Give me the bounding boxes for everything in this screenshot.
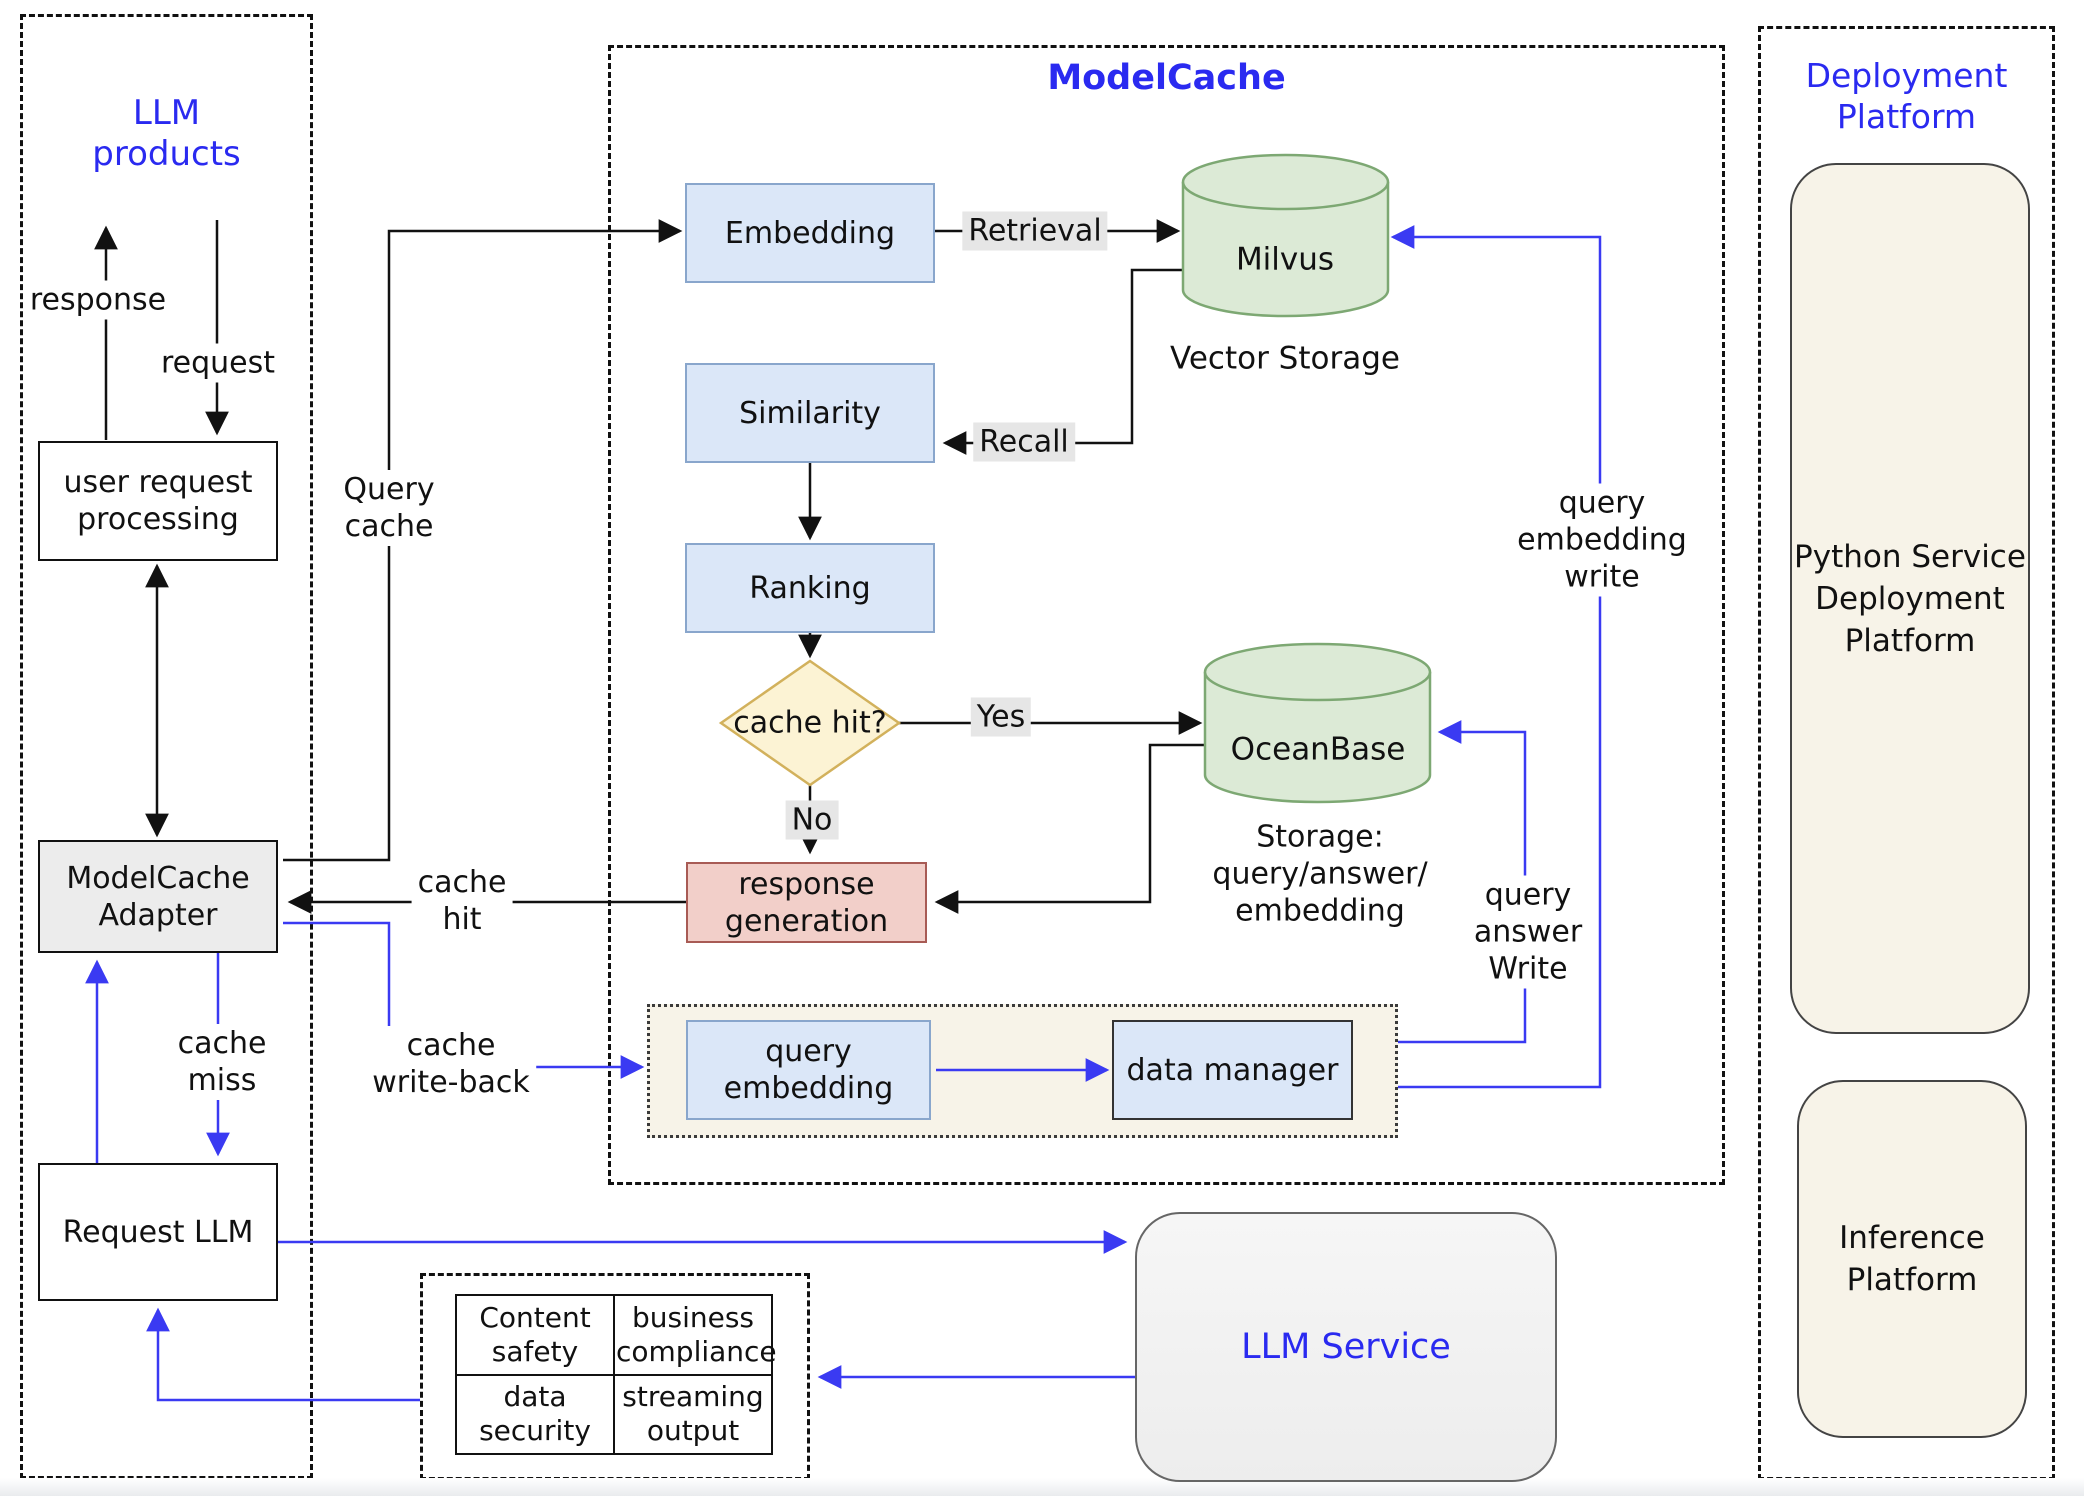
milvus-label: Milvus xyxy=(1235,241,1335,278)
table-cell-content-safety: Content safety xyxy=(455,1294,615,1376)
ranking-box: Ranking xyxy=(685,543,935,633)
cache-hit-question-label: cache hit? xyxy=(733,705,887,741)
embedding-box: Embedding xyxy=(685,183,935,283)
inference-platform-box: Inference Platform xyxy=(1797,1080,2027,1438)
cache-hit-label: cache hit xyxy=(411,863,513,939)
request-label: request xyxy=(154,343,282,383)
oceanbase-cylinder xyxy=(1203,642,1432,804)
table-cell-data-security: data security xyxy=(455,1373,615,1455)
llm-service-box: LLM Service xyxy=(1135,1212,1557,1482)
oceanbase-label: OceanBase xyxy=(1230,731,1406,768)
modelcache-adapter-box: ModelCache Adapter xyxy=(38,840,278,953)
request-llm-box: Request LLM xyxy=(38,1163,278,1301)
retrieval-label: Retrieval xyxy=(962,211,1108,251)
similarity-box: Similarity xyxy=(685,363,935,463)
milvus-cylinder xyxy=(1181,153,1390,318)
oceanbase-responsegen-line xyxy=(934,743,1205,914)
modelcache-title: ModelCache xyxy=(1047,58,1286,98)
recall-label: Recall xyxy=(973,422,1075,462)
safety-table-panel xyxy=(420,1273,810,1480)
modelcache-panel xyxy=(608,45,1725,1185)
deployment-platform-panel xyxy=(1758,26,2055,1480)
oceanbase-storage-caption: Storage: query/answer/ embedding xyxy=(1212,819,1428,929)
safety-table: Content safety business compliance data … xyxy=(455,1294,777,1455)
cache-hit-diamond xyxy=(718,659,902,787)
table-cell-business-compliance: business compliance xyxy=(613,1294,777,1376)
python-service-deployment-box: Python Service Deployment Platform xyxy=(1790,163,2030,1034)
response-label: response xyxy=(23,280,173,320)
response-generation-box: response generation xyxy=(686,862,927,943)
no-label: No xyxy=(785,800,839,840)
cache-miss-label: cache miss xyxy=(171,1024,273,1100)
llm-products-title: LLM products xyxy=(92,93,241,174)
recall-line xyxy=(942,268,1183,455)
table-requestllm-line xyxy=(146,1307,420,1402)
deployment-platform-title: Deployment Platform xyxy=(1805,56,2008,136)
query-answer-write-label: query answer Write xyxy=(1467,875,1589,989)
table-cell-streaming-output: streaming output xyxy=(613,1373,773,1455)
query-embedding-write-line xyxy=(1390,225,1602,1089)
query-embedding-write-label: query embedding write xyxy=(1511,483,1693,597)
cache-write-back-label: cache write-back xyxy=(366,1026,536,1102)
data-manager-box: data manager xyxy=(1112,1020,1353,1120)
vector-storage-caption: Vector Storage xyxy=(1170,340,1400,377)
llm-products-panel xyxy=(20,14,313,1479)
query-embedding-box: query embedding xyxy=(686,1020,931,1120)
yes-label: Yes xyxy=(970,697,1032,737)
query-cache-label: Query cache xyxy=(337,470,441,546)
user-request-processing-box: user request processing xyxy=(38,441,278,561)
